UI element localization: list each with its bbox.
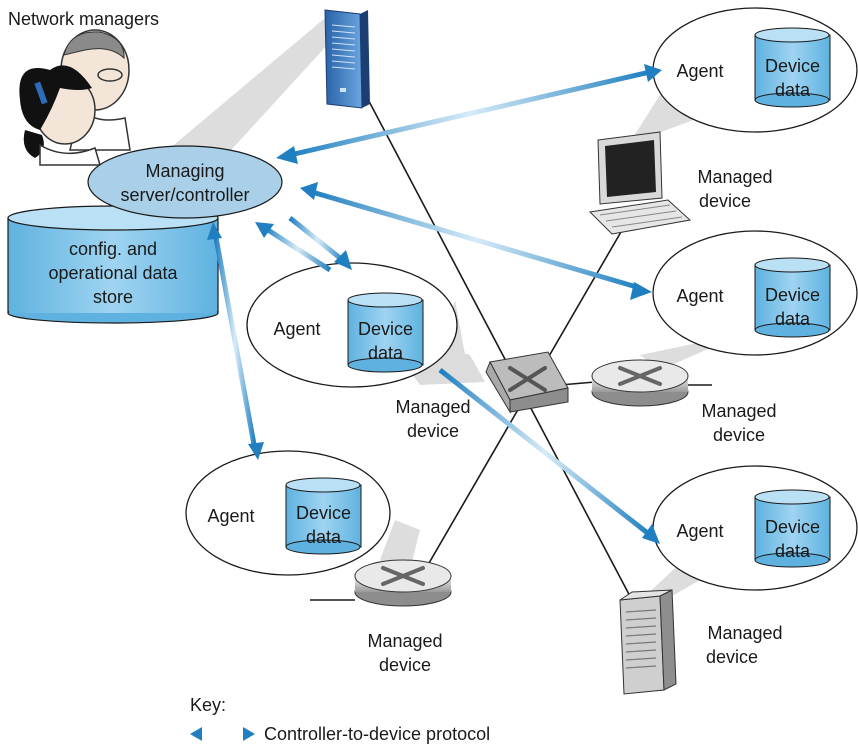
- managing-server-label-1: Managing: [145, 161, 225, 181]
- data-store-label-2: operational data: [48, 263, 178, 283]
- managed-device-router-bottom-1: Managed: [367, 631, 443, 651]
- key-arrow-icon: [190, 727, 255, 741]
- device-data-label-4a: Device: [295, 503, 352, 523]
- key-title: Key:: [190, 695, 227, 715]
- managing-server-ellipse: [87, 145, 283, 219]
- agent-label-bottom-left: Agent: [207, 506, 255, 526]
- arrow-to-center-agent-2: [288, 216, 347, 264]
- computer-icon: [588, 131, 692, 235]
- device-data-cylinder-1: [754, 27, 831, 108]
- arrow-to-center-agent: [263, 225, 332, 273]
- device-data-cylinders: [285, 27, 831, 568]
- managed-device-router-right-2: device: [712, 425, 766, 445]
- device-data-label-5b: data: [774, 541, 811, 561]
- agent-label-mid-right: Agent: [676, 286, 724, 306]
- managed-device-switch-2: device: [406, 421, 460, 441]
- protocol-arrows: [207, 64, 662, 544]
- device-data-cylinder-5: [754, 489, 831, 568]
- managed-device-rack-2: device: [705, 647, 759, 667]
- router-icon-bottom: [354, 559, 452, 607]
- device-data-label-3b: data: [367, 343, 404, 363]
- managed-device-pc-2: device: [698, 191, 752, 211]
- rack-server-icon: [619, 589, 677, 695]
- link-server-to-rack: [361, 87, 633, 601]
- device-data-cylinder-4: [285, 477, 362, 555]
- switch-icon: [485, 351, 569, 414]
- network-managers-label: Network managers: [8, 9, 160, 29]
- device-data-label-1b: data: [774, 80, 811, 100]
- arrow-to-bottom-left-agent: [212, 231, 258, 451]
- data-store-label-1: config. and: [68, 239, 158, 259]
- agent-label-center: Agent: [273, 319, 321, 339]
- device-data-label-5a: Device: [764, 517, 821, 537]
- data-store-label-3: store: [92, 287, 134, 307]
- device-data-label-4b: data: [305, 527, 342, 547]
- arrow-to-bottom-right-agent: [438, 368, 652, 537]
- data-store-cylinder: [7, 205, 219, 324]
- device-data-cylinder-3: [347, 292, 424, 373]
- cone-server-top: [150, 18, 352, 165]
- device-data-cylinder-2: [754, 257, 831, 338]
- router-icon-right: [591, 359, 689, 407]
- managed-device-router-bottom-2: device: [378, 655, 432, 675]
- key-protocol-label: Controller-to-device protocol: [264, 724, 491, 744]
- managed-device-switch-1: Managed: [395, 397, 471, 417]
- managed-device-rack-1: Managed: [707, 623, 783, 643]
- device-data-label-3a: Device: [357, 319, 414, 339]
- arrow-to-mid-right-agent: [311, 189, 641, 291]
- agent-label-top-right: Agent: [676, 61, 724, 81]
- managed-device-router-right-1: Managed: [701, 401, 777, 421]
- cone-router-right: [640, 300, 820, 370]
- server-tower-icon: [324, 9, 370, 109]
- device-data-label-2b: data: [774, 309, 811, 329]
- arrow-to-top-right-agent: [289, 69, 651, 158]
- device-data-label-2a: Device: [764, 285, 821, 305]
- agent-label-bottom-right: Agent: [676, 521, 724, 541]
- device-data-label-1a: Device: [764, 56, 821, 76]
- managed-device-pc-1: Managed: [697, 167, 773, 187]
- managing-server-label-2: server/controller: [120, 185, 250, 205]
- network-managers-icon: [19, 29, 131, 166]
